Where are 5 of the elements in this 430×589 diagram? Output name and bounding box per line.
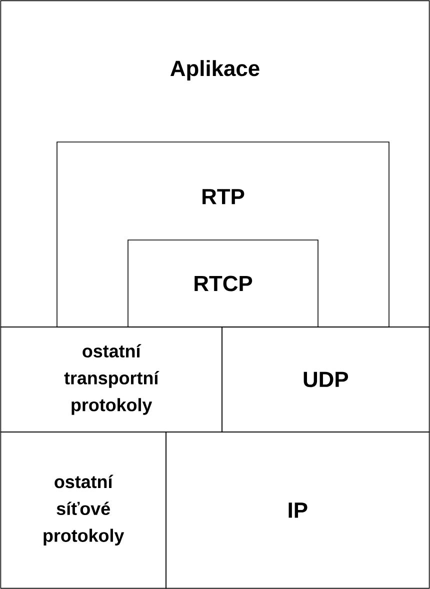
layer-box: UDP xyxy=(222,326,430,432)
layer-box: ostatní transportní protokoly xyxy=(0,326,222,432)
layer-box: IP xyxy=(166,432,430,589)
layer-box: RTCP xyxy=(128,240,318,328)
layer-box: ostatní síťové protokoly xyxy=(0,432,166,589)
